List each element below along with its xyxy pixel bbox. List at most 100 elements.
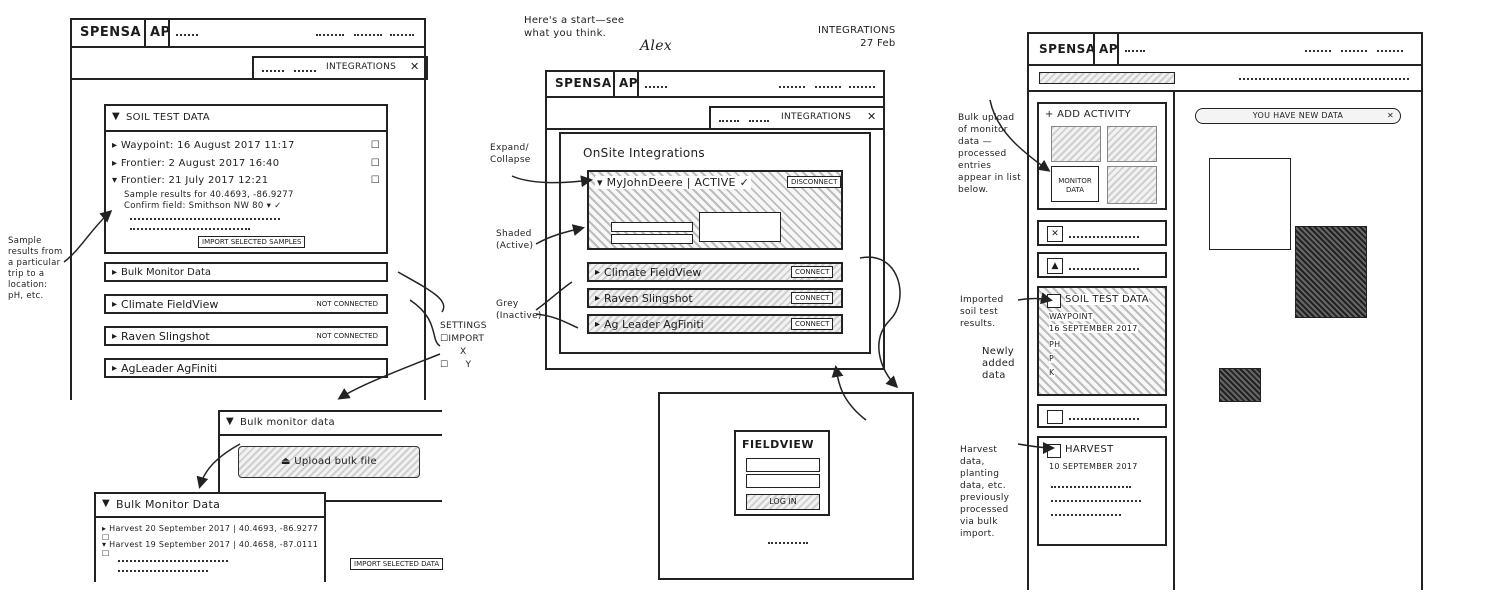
connect-button[interactable]: CONNECT (791, 266, 834, 278)
field-input[interactable] (611, 222, 693, 232)
menu-scribble (176, 28, 198, 36)
close-icon: ✕ (1386, 111, 1394, 120)
note-harvest: Harvest data, planting data, etc. previo… (960, 445, 1010, 539)
field-select[interactable] (699, 212, 781, 242)
harvest-card-date: 10 SEPTEMBER 2017 (1049, 462, 1138, 471)
note-imported: Imported soil test results. (960, 295, 1004, 329)
row-ag-leader-agfiniti[interactable]: ▸ Ag Leader AgFiniti (587, 314, 843, 334)
activity-tile[interactable] (1107, 166, 1157, 204)
note-expand-collapse: Expand/ Collapse (490, 143, 531, 165)
soil-row[interactable]: ▾ Frontier: 21 July 2017 12:21☐ (112, 175, 380, 186)
soil-row[interactable]: ▸ Waypoint: 16 August 2017 11:17☐ (112, 140, 380, 151)
arrow (63, 210, 113, 263)
menu-scribble (1125, 44, 1145, 52)
collapse-icon[interactable]: ▼ (226, 416, 234, 427)
panel1-window: SPENSA AP INTEGRATIONS ✕ ▼ SOIL TEST DAT… (70, 18, 428, 400)
myjohndeere-label: MyJohnDeere (606, 176, 683, 189)
signature: Alex (640, 38, 672, 54)
collapse-icon[interactable]: ▼ (102, 498, 110, 509)
username-input[interactable] (746, 458, 820, 472)
text-scribble (1069, 412, 1139, 420)
text-scribble (1069, 262, 1139, 270)
collapse-icon[interactable]: ▼ (112, 111, 120, 122)
myjohndeere-card[interactable]: ▾ MyJohnDeere | ACTIVE ✓ DISCONNECT (587, 170, 843, 250)
harvest-card[interactable]: HARVEST 10 SEPTEMBER 2017 (1037, 436, 1167, 546)
tab-scribble[interactable] (294, 64, 316, 72)
activity-row[interactable]: ✕ (1037, 220, 1167, 246)
brand-name: SPENSA (80, 25, 142, 40)
menu-scribble (354, 28, 382, 36)
bulk-monitor-list-box: ▼ Bulk Monitor Data ▸ Harvest 20 Septemb… (94, 492, 326, 582)
brand-suffix: AP (1099, 42, 1119, 56)
arrow (535, 281, 573, 311)
soil-row[interactable]: ▸ Frontier: 2 August 2017 16:40☐ (112, 158, 380, 169)
section-agleader-agfiniti[interactable]: ▸ AgLeader AgFiniti (104, 358, 388, 378)
monitor-data-tile[interactable]: MONITOR DATA (1051, 166, 1099, 202)
section-bulk-monitor[interactable]: ▸ Bulk Monitor Data (104, 262, 388, 282)
arrow (1017, 441, 1055, 454)
soil-card-label: K (1049, 368, 1055, 377)
disconnect-button[interactable]: DISCONNECT (787, 176, 842, 188)
search-bar[interactable] (1039, 72, 1175, 84)
close-icon[interactable]: ✕ (410, 60, 420, 73)
field-input[interactable] (611, 234, 693, 244)
note-grey: Grey (Inactive) (496, 299, 542, 321)
note-sample-results: Sample results from a particular trip to… (8, 236, 63, 301)
panel1-tabbar: INTEGRATIONS ✕ (252, 56, 428, 80)
harvest-row[interactable]: ▸ Harvest 20 September 2017 | 40.4693, -… (102, 524, 319, 542)
tab-integrations[interactable]: INTEGRATIONS (781, 112, 852, 122)
soil-card-source: WAYPOINT (1049, 312, 1093, 321)
text-scribble (118, 564, 208, 572)
bulk-monitor-upload-box: ▼ Bulk monitor data ⏏ Upload bulk file (218, 410, 442, 502)
bulk-monitor-list-title: Bulk Monitor Data (116, 498, 221, 511)
password-input[interactable] (746, 474, 820, 488)
menu-scribble (815, 80, 841, 88)
brand-name: SPENSA (1039, 42, 1096, 56)
text-scribble (130, 222, 250, 230)
confirm-field-text[interactable]: Confirm field: Smithson NW 80 ▾ ✓ (124, 201, 282, 211)
arrow (989, 99, 1051, 172)
soil-card-label: PH (1049, 340, 1061, 349)
harvest-row[interactable]: ▾ Harvest 19 September 2017 | 40.4658, -… (102, 540, 319, 558)
activity-row[interactable]: ▲ (1037, 252, 1167, 278)
brand-suffix: AP (150, 25, 171, 40)
close-icon[interactable]: ✕ (867, 110, 877, 123)
map-field-outline[interactable] (1209, 158, 1291, 250)
menu-scribble (1305, 44, 1331, 52)
soil-card-title: SOIL TEST DATA (1065, 294, 1149, 305)
import-selected-samples-button[interactable]: IMPORT SELECTED SAMPLES (198, 236, 306, 248)
active-status: ACTIVE (694, 176, 736, 189)
tab-scribble[interactable] (262, 64, 284, 72)
tab-scribble[interactable] (749, 114, 769, 122)
tab-integrations[interactable]: INTEGRATIONS (326, 62, 397, 72)
activity-tile[interactable] (1107, 126, 1157, 162)
soil-test-card[interactable]: SOIL TEST DATA WAYPOINT 16 SEPTEMBER 201… (1037, 286, 1167, 396)
arrow (535, 313, 579, 329)
connect-button[interactable]: CONNECT (791, 318, 834, 330)
row-raven-slingshot[interactable]: ▸ Raven Slingshot (587, 288, 843, 308)
arrow (511, 175, 593, 188)
map-field-small[interactable] (1219, 368, 1261, 402)
add-activity-button[interactable]: + ADD ACTIVITY (1045, 109, 1131, 120)
row-climate-fieldview[interactable]: ▸ Climate FieldView (587, 262, 843, 282)
activity-icon (1047, 410, 1063, 424)
fieldview-login-box: FIELDVIEW LOG IN (734, 430, 830, 516)
activity-tile[interactable] (1051, 126, 1101, 162)
upload-bulk-file-button[interactable]: ⏏ Upload bulk file (238, 446, 420, 478)
activity-row[interactable] (1037, 404, 1167, 428)
map-field-highlighted[interactable] (1295, 226, 1367, 318)
arrow (535, 224, 585, 245)
panel2-window: SPENSA AP INTEGRATIONS ✕ OnSite Integrat… (545, 70, 885, 370)
import-selected-data-button[interactable]: IMPORT SELECTED DATA (350, 558, 444, 570)
panel3-window: SPENSA AP + ADD ACTIVITY MONITOR DATA ✕ … (1027, 32, 1423, 590)
add-activity-box: + ADD ACTIVITY MONITOR DATA (1037, 102, 1167, 210)
new-data-banner[interactable]: YOU HAVE NEW DATA ✕ (1195, 108, 1401, 124)
login-button[interactable]: LOG IN (746, 494, 820, 510)
connect-button[interactable]: CONNECT (791, 292, 834, 304)
tab-scribble[interactable] (719, 114, 739, 122)
text-scribble (768, 536, 808, 544)
arrow (196, 443, 241, 489)
